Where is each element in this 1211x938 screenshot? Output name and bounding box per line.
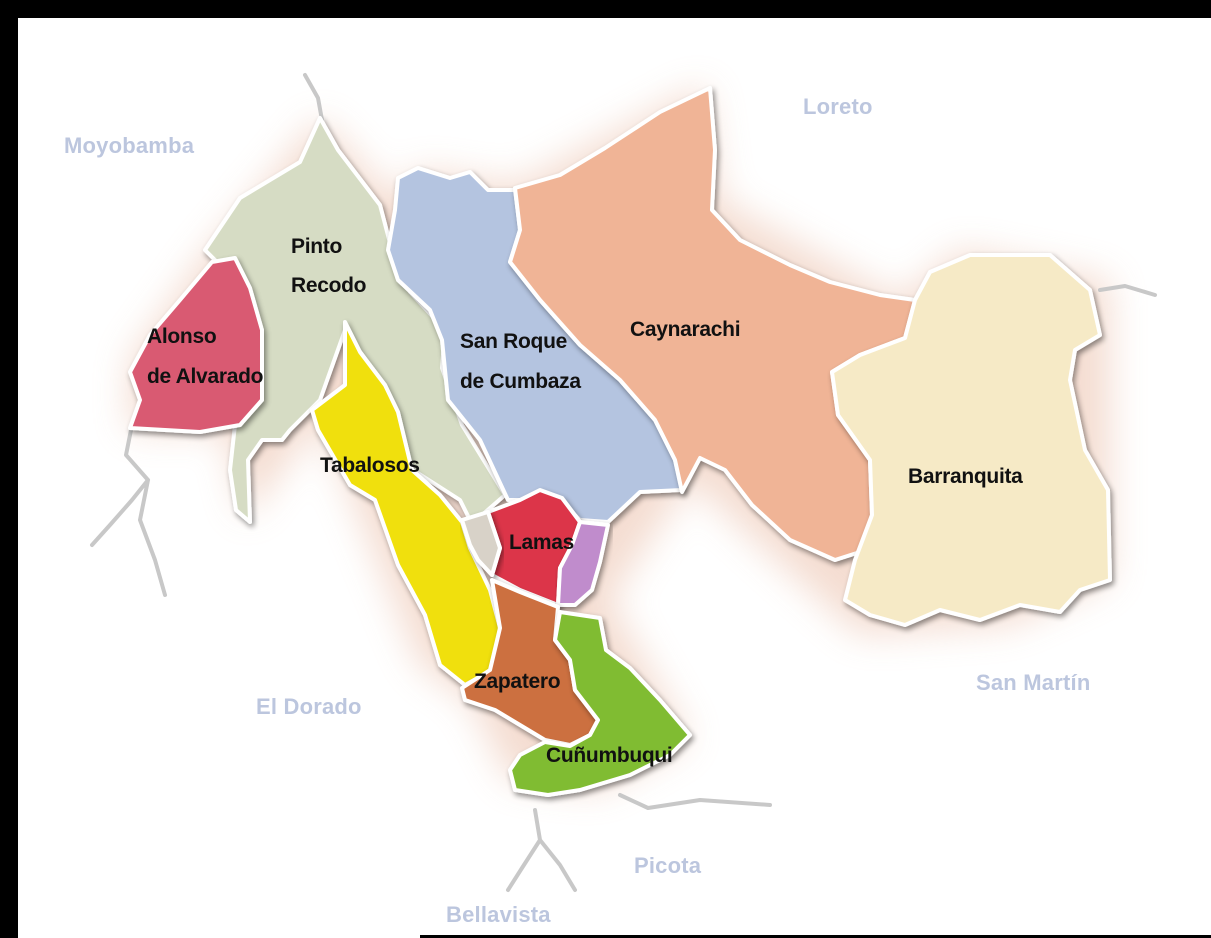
neighbor-bellavista: Bellavista bbox=[446, 902, 551, 927]
frame-top-border bbox=[0, 0, 1211, 18]
rivers bbox=[90, 73, 1157, 892]
neighbor-el-dorado: El Dorado bbox=[256, 694, 362, 719]
district-barranquita bbox=[830, 253, 1112, 627]
neighbor-picota: Picota bbox=[634, 853, 702, 878]
label-caynarachi: Caynarachi bbox=[630, 318, 740, 341]
district-lamas-west-gap bbox=[460, 510, 502, 577]
river-north bbox=[303, 73, 324, 122]
districts bbox=[128, 86, 1112, 797]
district-cunumbuqui bbox=[508, 610, 692, 797]
label-san-roque-de-cumbaza: San Roque de Cumbaza bbox=[460, 330, 581, 393]
label-alonso-line1: Alonso bbox=[147, 325, 216, 348]
label-alonso-line2: de Alvarado bbox=[147, 365, 263, 388]
label-alonso-de-alvarado: Alonso de Alvarado bbox=[147, 325, 263, 388]
label-zapatero: Zapatero bbox=[474, 670, 560, 693]
neighbor-moyobamba: Moyobamba bbox=[64, 133, 195, 158]
river-west bbox=[90, 423, 167, 597]
river-bellavista bbox=[506, 808, 577, 892]
frame-bottom-border bbox=[420, 935, 1211, 938]
neighbor-labels: Moyobamba Loreto San Martín El Dorado Pi… bbox=[64, 94, 1090, 927]
neighbor-loreto: Loreto bbox=[803, 94, 873, 119]
district-labels: Pinto Recodo Alonso de Alvarado San Roqu… bbox=[147, 235, 1023, 767]
frame-left-border bbox=[0, 0, 18, 938]
label-pinto-line2: Recodo bbox=[291, 274, 366, 297]
river-south bbox=[618, 793, 772, 810]
label-sanroque-line2: de Cumbaza bbox=[460, 370, 581, 393]
river-east bbox=[1098, 284, 1157, 297]
label-sanroque-line1: San Roque bbox=[460, 330, 567, 353]
label-barranquita: Barranquita bbox=[908, 465, 1023, 488]
label-lamas: Lamas bbox=[509, 531, 574, 554]
district-alonso-de-alvarado bbox=[128, 256, 264, 434]
label-pinto-line1: Pinto bbox=[291, 235, 342, 258]
label-pinto-recodo: Pinto Recodo bbox=[291, 235, 366, 297]
district-lamas-east-strip bbox=[556, 520, 610, 607]
label-cunumbuqui: Cuñumbuqui bbox=[546, 744, 672, 767]
neighbor-san-martin: San Martín bbox=[976, 670, 1090, 695]
label-tabalosos: Tabalosos bbox=[320, 454, 420, 477]
